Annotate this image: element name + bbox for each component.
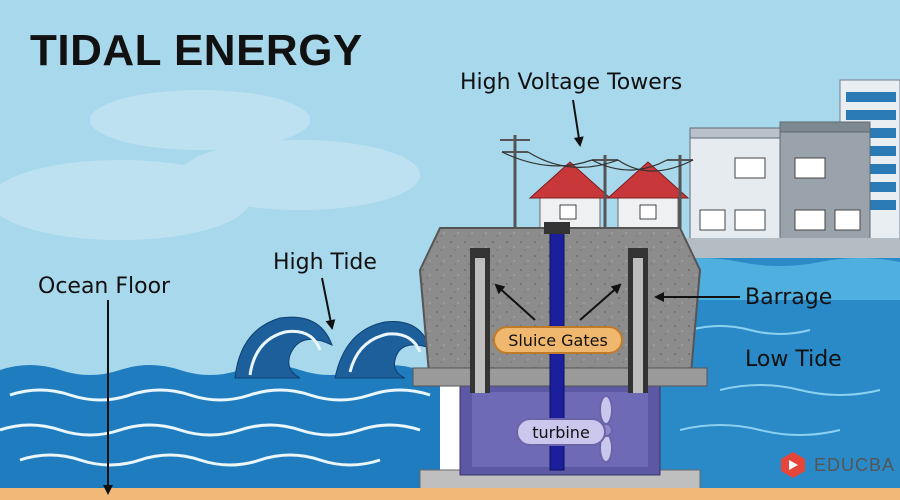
high-tide-label: High Tide (273, 250, 377, 275)
ocean-floor-label: Ocean Floor (38, 274, 171, 299)
sluice-arrow-right (579, 283, 622, 321)
low-tide-ripples (679, 325, 881, 436)
high-tide-waves (234, 316, 431, 379)
high-tide-arrow (321, 277, 336, 330)
educba-logo-text: EDUCBA (814, 454, 896, 475)
shaft-cap (544, 222, 570, 234)
turbine-label: turbine (516, 418, 606, 446)
high-voltage-towers (500, 135, 694, 235)
educba-logo-icon (781, 452, 805, 478)
high-voltage-towers-label: High Voltage Towers (460, 70, 683, 95)
diagram-title: TIDAL ENERGY (30, 26, 363, 75)
educba-logo: EDUCBA (778, 450, 895, 480)
ocean-waves (0, 388, 431, 467)
barrage-label: Barrage (745, 285, 833, 310)
clouds (0, 90, 420, 240)
ocean-water (0, 365, 440, 490)
sluice-arrow-left (494, 283, 536, 321)
low-tide-surface (660, 258, 900, 300)
sluice-gates-label: Sluice Gates (493, 326, 623, 354)
turbine-propeller (599, 395, 613, 463)
sluice-gate-channels (470, 248, 648, 393)
city-buildings (660, 79, 900, 263)
towers-arrow (572, 99, 584, 147)
low-tide-label: Low Tide (745, 347, 842, 372)
sand-seabed (0, 488, 900, 500)
